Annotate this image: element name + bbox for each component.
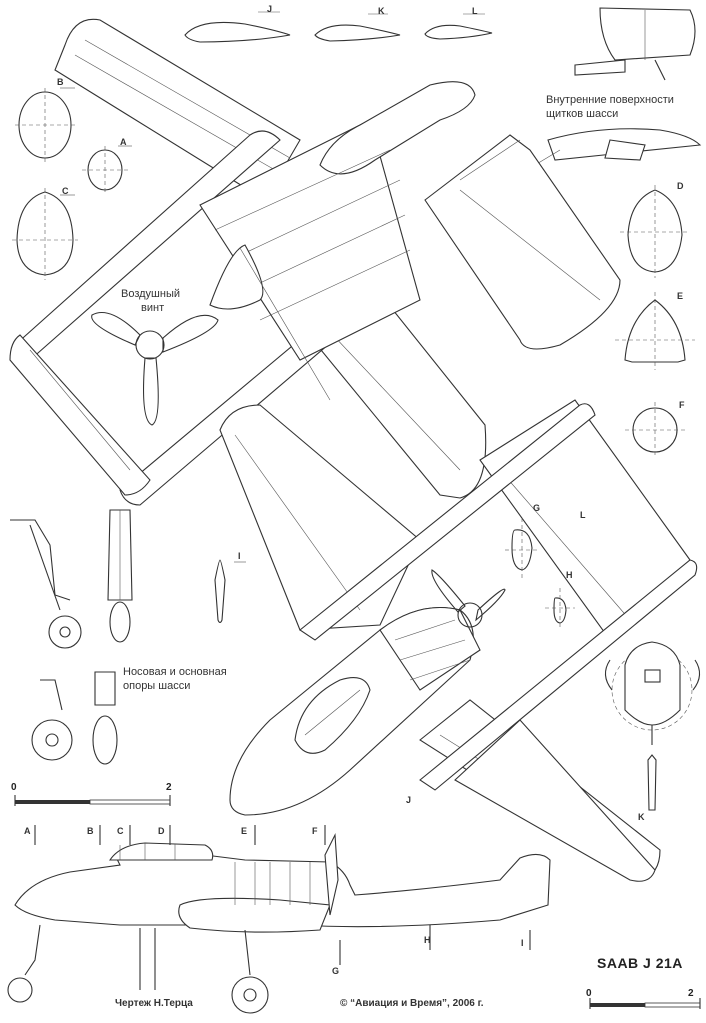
section-label-b-side: B xyxy=(87,826,94,836)
aircraft-title: SAAB J 21A xyxy=(597,955,683,971)
scale-bar-2-end: 2 xyxy=(688,988,694,999)
section-label-d-side: D xyxy=(158,826,165,836)
section-label-i-left: I xyxy=(238,551,241,561)
fuselage-sections-right xyxy=(615,185,695,458)
gear-doors-view xyxy=(534,128,702,166)
copyright-notice: © “Авиация и Время”, 2006 г. xyxy=(340,998,484,1009)
scale-bar-2-start: 0 xyxy=(586,988,592,999)
propeller-caption-line1: Воздушный xyxy=(121,288,181,300)
section-label-e-side: E xyxy=(241,826,248,836)
fuselage-sections-left xyxy=(12,87,132,280)
section-ticks xyxy=(34,825,531,965)
nose-detail-upper-right xyxy=(574,7,696,81)
section-label-h-side: H xyxy=(424,935,431,945)
section-label-l: L xyxy=(472,6,478,16)
section-label-k: K xyxy=(378,6,385,16)
section-label-h-right: H xyxy=(566,570,573,580)
section-label-j-lower: J xyxy=(406,795,412,805)
gear-doors-caption-line1: Внутренние поверхности xyxy=(546,94,674,106)
landing-gear-details xyxy=(10,509,133,765)
section-label-l-lower: L xyxy=(580,510,586,520)
section-label-f-right: F xyxy=(679,400,685,410)
scale-bar-1-end: 2 xyxy=(166,782,172,793)
propeller-caption-line2: винт xyxy=(141,302,165,314)
scale-bar-1 xyxy=(14,795,171,806)
landing-gear-caption-line2: опоры шасси xyxy=(123,680,191,692)
section-label-d-right: D xyxy=(677,181,684,191)
gear-doors-caption-line2: щитков шасси xyxy=(546,108,619,120)
section-label-g-side: G xyxy=(332,966,340,976)
wing-plan-upper-right xyxy=(424,134,621,350)
front-view xyxy=(604,641,701,811)
section-label-f-side: F xyxy=(312,826,318,836)
drawing-credit: Чертеж Н.Терца xyxy=(115,998,193,1009)
scale-bar-2 xyxy=(589,998,701,1009)
section-label-a-side: A xyxy=(24,826,31,836)
section-label-j: J xyxy=(267,4,273,14)
bottom-view-aircraft xyxy=(219,399,698,882)
airfoil-sections xyxy=(184,11,493,43)
section-label-e-right: E xyxy=(677,291,684,301)
gear-doors-caption: Внутренние поверхности щитков шасси xyxy=(546,93,674,121)
side-view-aircraft xyxy=(7,832,551,1014)
section-label-b-top: B xyxy=(57,77,64,87)
section-label-c-side: C xyxy=(117,826,124,836)
propeller-caption: Воздушный винт xyxy=(121,287,180,315)
small-sections xyxy=(214,518,575,630)
section-label-i-side: I xyxy=(521,938,524,948)
section-label-k-lower: K xyxy=(638,812,645,822)
top-view-aircraft xyxy=(9,18,487,506)
section-label-c-top: C xyxy=(62,186,69,196)
section-label-g-right: G xyxy=(533,503,541,513)
section-label-a-top: A xyxy=(120,137,127,147)
landing-gear-caption-line1: Носовая и основная xyxy=(123,666,227,678)
propeller xyxy=(91,311,219,426)
landing-gear-caption: Носовая и основная опоры шасси xyxy=(123,665,227,693)
scale-bar-1-start: 0 xyxy=(11,782,17,793)
